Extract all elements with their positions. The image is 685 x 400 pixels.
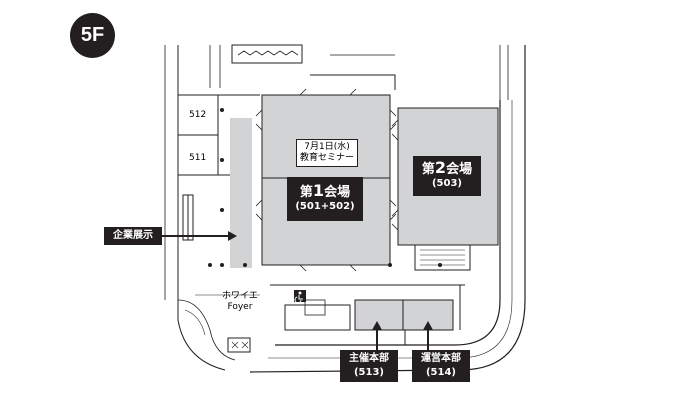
organizer-code: (513) [353,367,384,378]
hall-1-label: 第1会場 (501+502) [287,177,363,221]
foyer-label: ホワイエ Foyer [222,291,258,313]
operations-code: (514) [425,367,456,378]
exhibit-callout-text: 企業展示 [113,230,153,241]
arrow-down-icon [372,321,433,350]
seminar-label: 7月1日(水) 教育セミナー [296,139,359,167]
exhibit-callout: 企業展示 [104,227,162,245]
room-511-label: 511 [189,153,207,163]
hall-1-name-number: 1 [312,181,325,200]
hall-2-name-suffix: 会場 [446,162,473,177]
hall-1-code: (501+502) [295,201,355,212]
accessible-restroom-icon [294,290,306,304]
hall-1-room [261,94,391,266]
hall-2-name-prefix: 第 [421,162,435,177]
exhibit-strip [230,118,252,268]
hall-1-name-prefix: 第 [299,185,313,200]
operations-callout: 運営本部 (514) [412,350,470,382]
foyer-en: Foyer [227,302,253,312]
south-stair [227,337,251,353]
outer-wall-west [177,45,226,371]
seminar-date: 7月1日(水) [304,142,350,152]
hall-2-label: 第2会場 (503) [413,156,481,196]
north-stair [231,44,303,64]
seminar-title: 教育セミナー [300,153,355,163]
hall-2-name-number: 2 [434,158,447,177]
organizer-callout: 主催本部 (513) [340,350,398,382]
foyer-ja: ホワイエ [222,291,258,301]
organizer-name: 主催本部 [349,353,389,364]
room-512-label: 512 [189,110,207,120]
arrow-right-icon [162,231,237,241]
operations-name: 運営本部 [421,353,461,364]
curved-corridor-inner [275,100,501,346]
floor-badge: 5F [70,13,115,58]
hall-2-code: (503) [431,178,462,189]
hall-1-name-suffix: 会場 [324,185,351,200]
